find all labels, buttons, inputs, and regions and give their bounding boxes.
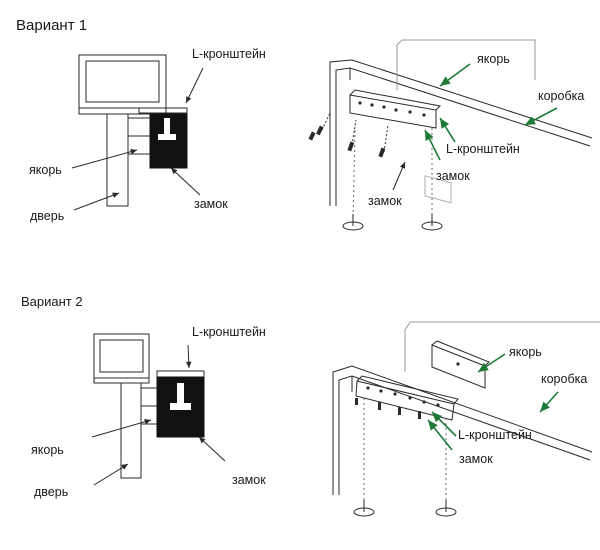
v2-l-bracket [156,370,205,378]
v1-l-bracket [138,107,188,114]
v2-green-arrows [427,353,559,451]
v2-door [120,383,142,479]
v1-left-lock-label: замок [194,197,228,211]
v1-right-anchor-label: якорь [477,52,510,66]
v2-right-frame-label: коробка [541,372,588,386]
v1-frame-profile-inner [85,60,160,103]
v2-right-bracket-label: L-кронштейн [458,428,532,442]
v1-title: Вариант 1 [16,17,88,34]
v2-left-bracket-label: L-кронштейн [192,325,266,339]
v2-left-door-label: дверь [34,485,69,499]
v1-left-door-label: дверь [30,209,65,223]
v2-bracket-body [355,380,455,421]
v2-right-anchor-label: якорь [509,345,542,359]
v1-lock-arrow [392,161,406,191]
v1-frame-profile [78,54,167,109]
v1-green-arrows [424,63,558,161]
v1-cross-section [71,54,204,211]
v1-bracket-body [349,94,437,129]
v1-right-frame-label: коробка [538,89,585,103]
v2-title: Вариант 2 [21,294,83,309]
v1-right-bracket-label: L-кронштейн [446,142,520,156]
v2-frame-outer [332,365,593,495]
v2-perspective [332,321,600,517]
v2-left-lock-label: замок [232,473,266,487]
v2-anchor-plate [431,344,486,389]
v2-right-lock-label: замок [459,452,493,466]
v2-frame-profile [93,333,150,379]
v1-frame-outer [329,59,593,206]
v1-right-lock1-label: замок [368,194,402,208]
v2-cross-section [91,333,226,486]
v1-door [106,114,129,207]
v1-left-bracket-label: L-кронштейн [192,47,266,61]
v2-left-anchor-label: якорь [31,443,64,457]
v1-left-anchor-label: якорь [29,163,62,177]
v1-right-lock2-label: замок [436,169,470,183]
